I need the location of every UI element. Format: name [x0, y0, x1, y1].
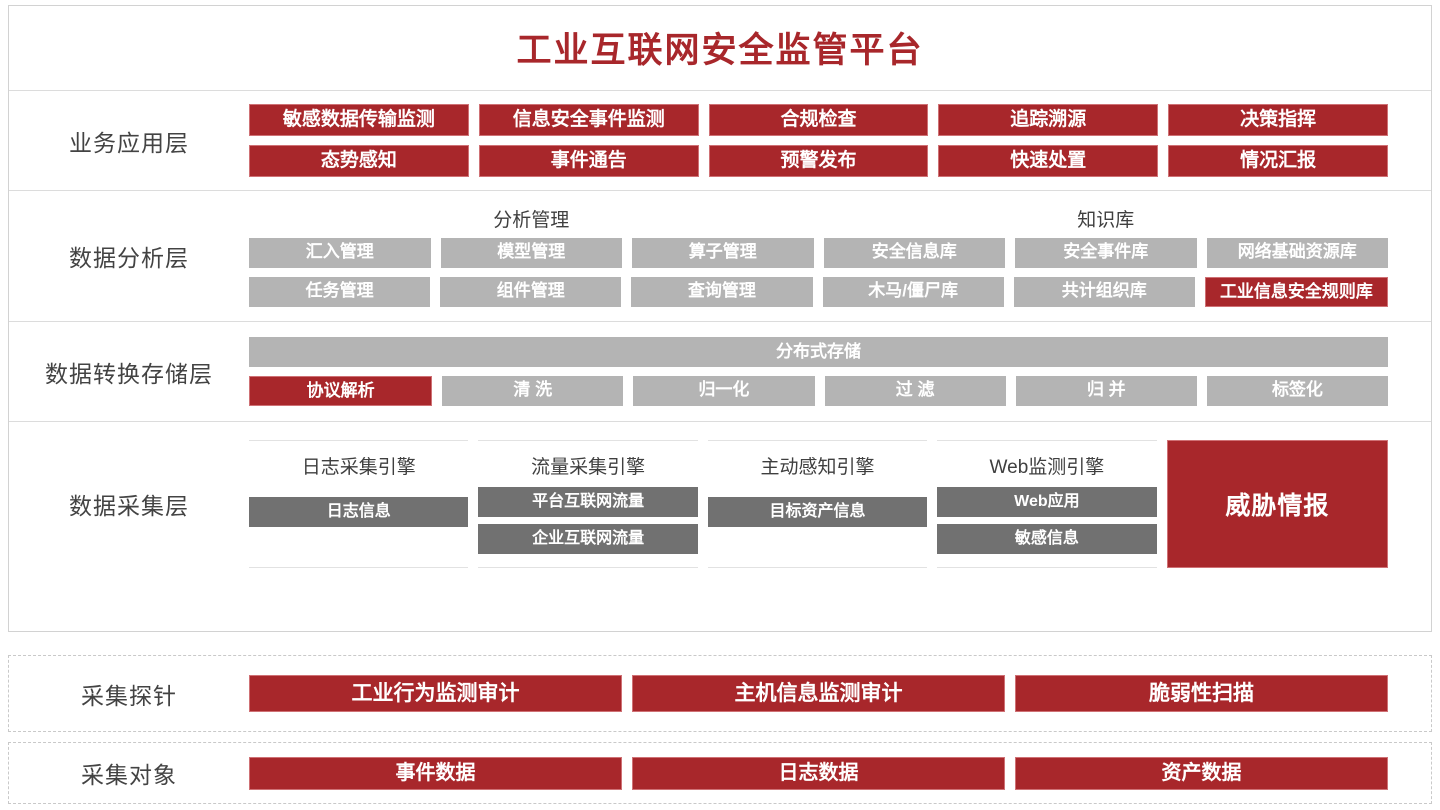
engine-active-sensing: 主动感知引擎 目标资产信息: [707, 439, 928, 568]
group-title-knowledge-base: 知识库: [1077, 210, 1135, 231]
engine-items-active-sensing: 目标资产信息: [707, 496, 928, 527]
box-trace-source[interactable]: 追踪溯源: [938, 104, 1159, 136]
box-sensitive-info[interactable]: 敏感信息: [937, 523, 1157, 554]
box-situation-report[interactable]: 情况汇报: [1168, 145, 1388, 177]
engine-items-log: 日志信息: [249, 496, 469, 527]
section-label-object: 采集对象: [81, 762, 177, 788]
engine-title-web-monitoring: Web监测引擎: [989, 456, 1105, 478]
box-attack-organization-library[interactable]: 共计组织库: [1013, 277, 1195, 307]
box-log-info[interactable]: 日志信息: [249, 496, 469, 527]
group-title-analysis-management: 分析管理: [493, 210, 570, 231]
box-cleaning[interactable]: 清 洗: [442, 376, 624, 406]
threat-intelligence-label: 威胁情报: [1225, 491, 1330, 520]
box-operator-management[interactable]: 算子管理: [632, 238, 814, 268]
analysis-row-2: 任务管理 组件管理 查询管理 木马/僵尸库 共计组织库 工业信息安全规则库: [249, 277, 1389, 307]
layer-body-transform: 分布式存储 协议解析 清 洗 归一化 过 滤 归 并 标签化: [249, 337, 1431, 406]
box-trojan-botnet-library[interactable]: 木马/僵尸库: [822, 277, 1004, 307]
layer-label-collection: 数据采集层: [69, 492, 189, 519]
box-task-management[interactable]: 任务管理: [249, 277, 431, 307]
section-collection-probe: 采集探针 工业行为监测审计 主机信息监测审计 脆弱性扫描: [8, 655, 1432, 732]
box-asset-data[interactable]: 资产数据: [1015, 756, 1388, 790]
layer-data-collection: 数据采集层 日志采集引擎 日志信息 流量采集引擎 平台互联网流量 企业互联网流量: [9, 421, 1431, 585]
box-query-management[interactable]: 查询管理: [631, 277, 813, 307]
box-filtering[interactable]: 过 滤: [824, 376, 1006, 406]
engine-web-monitoring: Web监测引擎 Web应用 敏感信息: [937, 439, 1157, 568]
layer-body-analysis: 分析管理 知识库 汇入管理 模型管理 算子管理 安全信息库 安全事件库 网络基础…: [249, 205, 1431, 307]
layer-body-business: 敏感数据传输监测 信息安全事件监测 合规检查 追踪溯源 决策指挥 态势感知 事件…: [249, 104, 1431, 177]
box-situation-awareness[interactable]: 态势感知: [249, 145, 469, 177]
layer-data-analysis: 数据分析层 分析管理 知识库 汇入管理 模型管理 算子管理 安全信息库 安全事件…: [9, 190, 1431, 321]
box-threat-intelligence[interactable]: 威胁情报: [1166, 439, 1389, 568]
page-title: 工业互联网安全监管平台: [516, 31, 924, 70]
box-host-info-audit[interactable]: 主机信息监测审计: [632, 675, 1005, 712]
section-body-object: 事件数据 日志数据 资产数据: [249, 756, 1431, 790]
layer-label-business: 业务应用层: [69, 129, 189, 156]
box-distributed-storage[interactable]: 分布式存储: [249, 337, 1388, 367]
engine-log-collection: 日志采集引擎 日志信息: [249, 439, 469, 568]
box-normalization[interactable]: 归一化: [633, 376, 815, 406]
box-sensitive-data-transfer-monitor[interactable]: 敏感数据传输监测: [249, 104, 469, 136]
analysis-row-1: 汇入管理 模型管理 算子管理 安全信息库 安全事件库 网络基础资源库: [249, 238, 1388, 268]
box-log-data[interactable]: 日志数据: [632, 756, 1005, 790]
layer-label-transform: 数据转换存储层: [45, 360, 213, 387]
layer-business-application: 业务应用层 敏感数据传输监测 信息安全事件监测 合规检查 追踪溯源 决策指挥 态…: [9, 90, 1431, 190]
business-row-2: 态势感知 事件通告 预警发布 快速处置 情况汇报: [249, 145, 1388, 177]
section-collection-object: 采集对象 事件数据 日志数据 资产数据: [8, 742, 1432, 804]
box-web-application[interactable]: Web应用: [937, 486, 1157, 517]
box-vulnerability-scan[interactable]: 脆弱性扫描: [1015, 675, 1388, 712]
section-body-probe: 工业行为监测审计 主机信息监测审计 脆弱性扫描: [249, 675, 1431, 712]
box-security-event-library[interactable]: 安全事件库: [1015, 238, 1197, 268]
box-network-resource-library[interactable]: 网络基础资源库: [1206, 238, 1388, 268]
analysis-group-titles: 分析管理 知识库: [249, 205, 1388, 232]
box-rapid-response[interactable]: 快速处置: [938, 145, 1159, 177]
box-merging[interactable]: 归 并: [1015, 376, 1197, 406]
layer-data-transform-storage: 数据转换存储层 分布式存储 协议解析 清 洗 归一化 过 滤 归 并 标签化: [9, 321, 1431, 421]
box-security-info-library[interactable]: 安全信息库: [823, 238, 1005, 268]
box-protocol-parsing[interactable]: 协议解析: [249, 376, 433, 406]
box-event-data[interactable]: 事件数据: [249, 756, 622, 790]
engine-title-log: 日志采集引擎: [301, 456, 416, 478]
box-event-notification[interactable]: 事件通告: [478, 145, 699, 177]
engine-title-active-sensing: 主动感知引擎: [760, 456, 875, 478]
engine-traffic-collection: 流量采集引擎 平台互联网流量 企业互联网流量: [478, 439, 698, 568]
layer-label-analysis: 数据分析层: [69, 245, 189, 271]
box-tagging[interactable]: 标签化: [1206, 376, 1389, 406]
layer-body-collection: 日志采集引擎 日志信息 流量采集引擎 平台互联网流量 企业互联网流量 主动感知引…: [249, 439, 1431, 568]
section-label-probe: 采集探针: [81, 682, 177, 709]
transform-row-1: 协议解析 清 洗 归一化 过 滤 归 并 标签化: [249, 376, 1389, 406]
engine-items-web-monitoring: Web应用 敏感信息: [937, 486, 1157, 554]
box-model-management[interactable]: 模型管理: [440, 238, 622, 268]
engine-items-traffic: 平台互联网流量 企业互联网流量: [478, 486, 698, 554]
box-platform-internet-traffic[interactable]: 平台互联网流量: [478, 486, 698, 517]
box-import-management[interactable]: 汇入管理: [249, 238, 431, 268]
box-industrial-security-rule-library[interactable]: 工业信息安全规则库: [1204, 277, 1389, 307]
box-compliance-check[interactable]: 合规检查: [708, 104, 929, 136]
engine-title-traffic: 流量采集引擎: [531, 456, 646, 478]
box-industrial-behavior-audit[interactable]: 工业行为监测审计: [249, 675, 622, 712]
probe-row: 工业行为监测审计 主机信息监测审计 脆弱性扫描: [249, 675, 1388, 712]
box-enterprise-internet-traffic[interactable]: 企业互联网流量: [478, 523, 698, 554]
box-infosec-event-monitor[interactable]: 信息安全事件监测: [478, 104, 699, 136]
box-component-management[interactable]: 组件管理: [440, 277, 622, 307]
main-panel: 工业互联网安全监管平台 业务应用层 敏感数据传输监测 信息安全事件监测 合规检查…: [8, 5, 1432, 632]
business-row-1: 敏感数据传输监测 信息安全事件监测 合规检查 追踪溯源 决策指挥: [249, 104, 1388, 136]
object-row: 事件数据 日志数据 资产数据: [249, 756, 1388, 790]
box-decision-command[interactable]: 决策指挥: [1168, 104, 1388, 136]
box-alert-release[interactable]: 预警发布: [708, 145, 929, 177]
box-target-asset-info[interactable]: 目标资产信息: [707, 496, 928, 527]
